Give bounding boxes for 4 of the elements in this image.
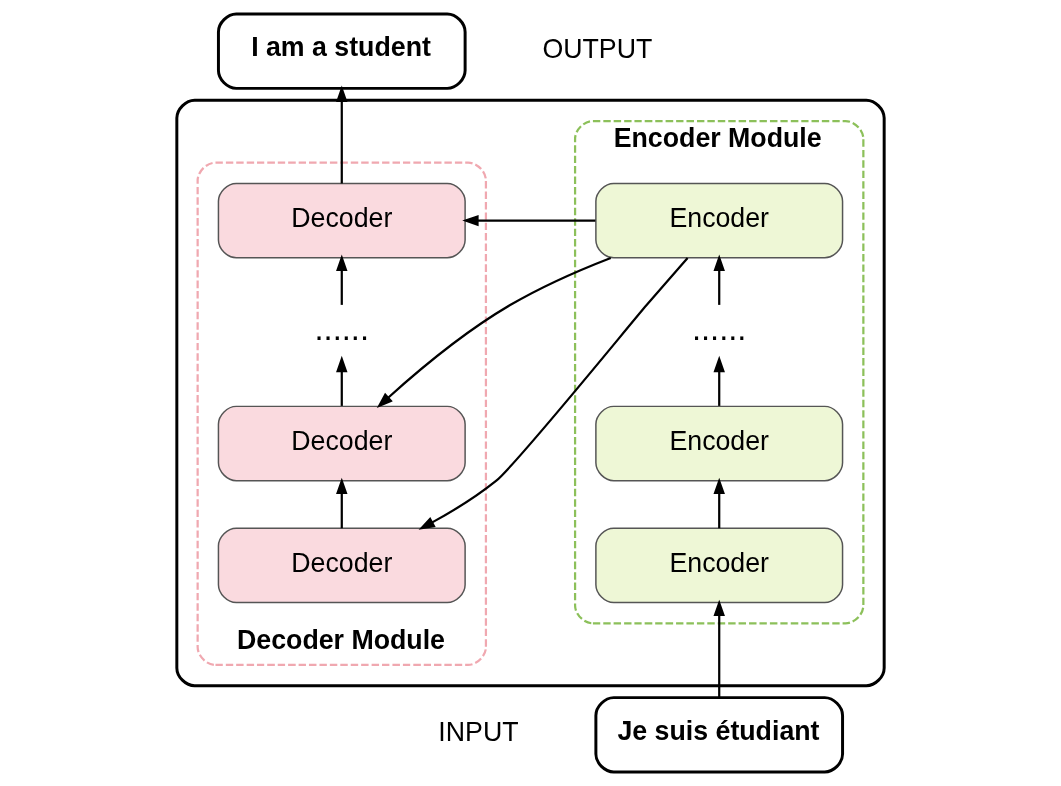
node-text: ...... bbox=[314, 310, 370, 348]
node-label: INPUT bbox=[438, 717, 519, 748]
node-label: OUTPUT bbox=[542, 33, 653, 64]
node-text: ...... bbox=[691, 310, 747, 348]
